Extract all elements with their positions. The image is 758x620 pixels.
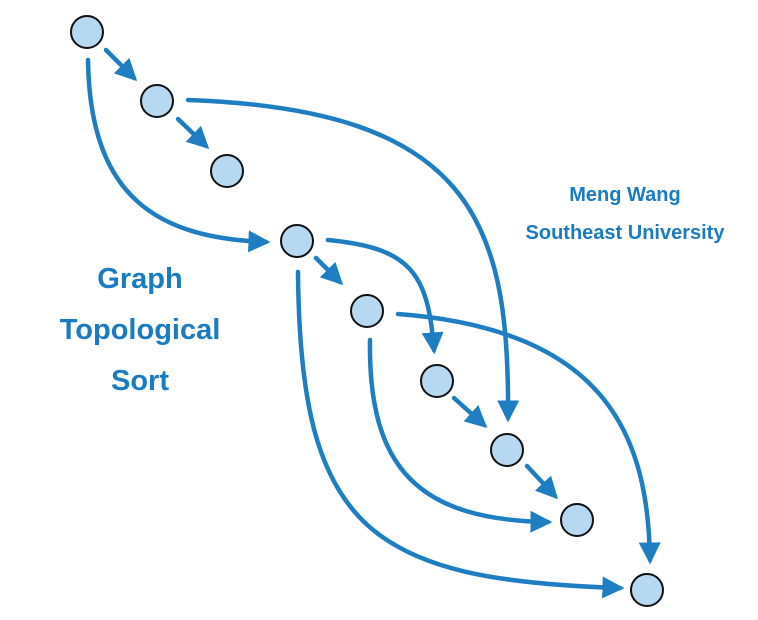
node-8 [560,503,594,537]
edge-n1-n2 [103,47,138,82]
edges [85,47,661,599]
node-1 [70,15,104,49]
node-7 [490,433,524,467]
edge-n7-n8 [451,395,488,428]
edge-n6-n10 [395,311,661,565]
nodes [70,15,664,607]
node-2 [140,84,174,118]
edge-n2-n3 [175,116,210,150]
node-9 [630,573,664,607]
edge-n2-n8 [185,97,520,423]
node-4 [280,224,314,258]
title-line-1: Graph [97,263,183,295]
title-line-3: Sort [111,365,169,397]
edge-n5-n10 [295,269,625,599]
node-6 [420,364,454,398]
edge-n5-n7 [325,237,444,355]
title-line-2: Topological [59,314,221,346]
edge-n5-n6 [313,255,344,286]
affiliation: Southeast University [525,222,725,244]
diagram-title: Graph Topological Sort [40,254,240,407]
edge-n1-n5 [85,57,271,253]
node-5 [350,294,384,328]
edge-n8-n9 [524,463,559,500]
node-3 [210,154,244,188]
edge-n6-n9 [367,337,553,533]
author-name: Meng Wang [569,184,681,206]
credit: Meng Wang Southeast University [490,176,758,252]
